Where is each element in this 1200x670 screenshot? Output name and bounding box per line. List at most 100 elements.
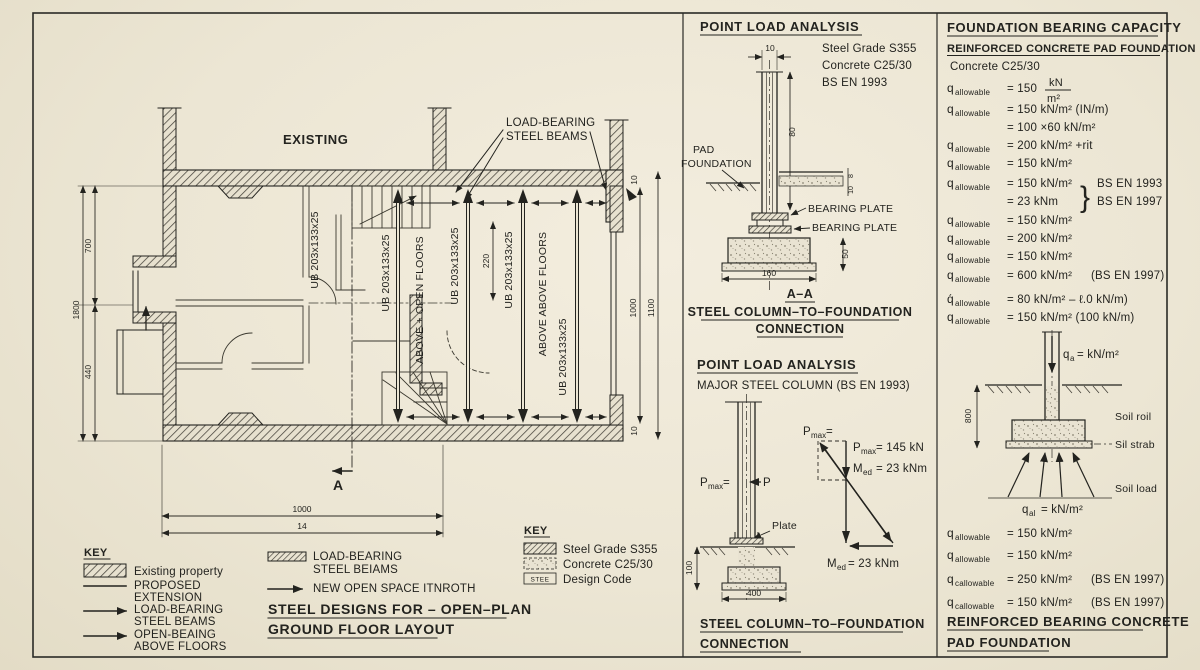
dim-440: 440	[83, 365, 93, 379]
equation-text: allowable	[955, 299, 991, 308]
dim-col-height: 80	[787, 127, 797, 137]
equation-text: = 150 kN/m² (100 kN/m)	[1007, 312, 1134, 324]
equation-text: allowable	[955, 533, 991, 542]
note-steel-grade: Steel Grade S355	[822, 43, 917, 55]
key-heading: KEY	[84, 547, 108, 559]
equation-text: q	[947, 526, 954, 540]
equation-text: = 150 kN/m²	[1007, 597, 1072, 609]
bearing-plate-upper	[751, 212, 789, 221]
dim-pad-depth: 50	[840, 249, 850, 259]
equation-text: allowable	[955, 145, 991, 154]
equation-text: allowable	[955, 163, 991, 172]
equation-text: = 23 kNm	[1007, 196, 1058, 208]
connection2-title-1: STEEL COLUMN–TO–FOUNDATION	[700, 617, 925, 631]
pad2-block	[727, 566, 781, 584]
connection-title-1: STEEL COLUMN–TO–FOUNDATION	[688, 305, 913, 319]
equation-text: q́	[947, 292, 954, 306]
note-concrete: Concrete C25/30	[822, 60, 912, 72]
qa-rhs: = kN/m²	[1077, 349, 1119, 361]
plan-title: STEEL DESIGNS FOR – OPEN–PLAN GROUND FLO…	[267, 601, 532, 639]
middle-key-heading: KEY	[524, 525, 548, 537]
sheet-frame	[32, 12, 1168, 658]
dim-slab-t2: 10	[848, 186, 855, 194]
bearing-plate-lower	[748, 225, 792, 234]
equation-text: q	[947, 176, 954, 190]
dim-1000-bottom: 1000	[293, 504, 312, 514]
bearing-plate-label-1: BEARING PLATE	[808, 203, 893, 215]
fd-pmax-value: = 145 kN	[876, 442, 924, 454]
fd-pmax-sub: max	[811, 431, 826, 440]
bearing-plate-label-2: BEARING PLATE	[812, 222, 897, 234]
dim-1000-right: 1000	[628, 298, 638, 317]
equation-text: = 150	[1007, 83, 1037, 95]
middle-key-swatch-concrete	[523, 557, 557, 570]
qal-rhs: = kN/m²	[1041, 504, 1083, 516]
equation-text: allowable	[955, 88, 991, 97]
callout-line2: STEEL BEAMS	[506, 131, 588, 143]
fd-med2-m: M	[827, 558, 837, 570]
equation-text: BS EN 1997	[1097, 196, 1162, 208]
equation-text: callowable	[955, 602, 995, 611]
equation-text: m²	[1047, 93, 1060, 105]
equation-text: (BS EN 1997)	[1091, 597, 1164, 609]
equation-text: q	[947, 138, 954, 152]
equation-text: allowable	[955, 275, 991, 284]
plate-label: Plate	[772, 520, 797, 532]
equation-text: = 150 kN/m²	[1007, 158, 1072, 170]
dim-embed-depth: 100	[684, 561, 694, 575]
fd-pmax-p: P	[803, 426, 811, 438]
staircase-top	[351, 185, 431, 229]
section-aa-label: A–A	[787, 287, 814, 301]
pmax-left-sub: max	[708, 482, 723, 491]
dim-10-bottom: 10	[629, 426, 639, 436]
footer-title-2: PAD FOUNDATION	[947, 635, 1071, 650]
equation-text: = 100 ×60 kN/m²	[1007, 122, 1096, 134]
footer-title-1: REINFORCED BEARING CONCRETE	[947, 614, 1189, 629]
dim-pad-width: 160	[762, 268, 776, 278]
beam-label: UB 203x133x25	[503, 231, 515, 308]
plan-title-1: STEEL DESIGNS FOR – OPEN–PLAN	[268, 601, 532, 617]
middle-key-design: Design Code	[563, 574, 632, 586]
middle-key: KEY Steel Grade S355 Concrete C25/30 STE…	[523, 525, 657, 586]
major-column-detail: POINT LOAD ANALYSIS MAJOR STEEL COLUMN (…	[684, 357, 925, 653]
equation-text: q	[947, 81, 954, 95]
beam-label: UB 203x133x25	[309, 211, 321, 288]
equation-text: allowable	[955, 183, 991, 192]
soil-bearing-diagram: q a = kN/m² 800 Soil roil Sil	[963, 330, 1157, 518]
fd-pmax-eq: =	[826, 426, 833, 438]
equation-text: = 150 kN/m²	[1007, 550, 1072, 562]
qa-sub: a	[1070, 354, 1075, 363]
equation-text: (BS EN 1997)	[1091, 270, 1164, 282]
fd-pmax2-sub: max	[861, 447, 876, 456]
beam-labels: UB 203x133x25 UB 203x133x25 UB 203x133x2…	[309, 211, 569, 395]
equation-brace: }	[1080, 181, 1090, 214]
equation-text: allowable	[955, 109, 991, 118]
note-bs-en: BS EN 1993	[822, 77, 887, 89]
key-loadbearing-1: LOAD-BEARING	[134, 604, 223, 616]
key-newspace: NEW OPEN SPACE ITNROTH	[313, 583, 476, 595]
point-load-title-2: POINT LOAD ANALYSIS	[697, 357, 856, 372]
right-panel: FOUNDATION BEARING CAPACITY REINFORCED C…	[947, 20, 1195, 652]
equation-text: = 150 kN/m²	[1007, 178, 1072, 190]
plan-dimensions	[77, 171, 661, 538]
connection-title-2: CONNECTION	[755, 322, 844, 336]
key-proposed-1: PROPOSED	[134, 580, 201, 592]
pad-block	[727, 237, 811, 264]
key-beams-1: LOAD-BEARING	[313, 551, 402, 563]
qal-sub: al	[1029, 509, 1035, 518]
key-loadbearing-2: STEEL BEAMS	[134, 616, 216, 628]
equation-text: kN	[1049, 77, 1063, 89]
pad2-base	[721, 582, 787, 591]
equation-text: = 600 kN/m²	[1007, 270, 1072, 282]
plan-partitions	[175, 185, 490, 374]
pad-foundation-label-2: FOUNDATION	[681, 158, 752, 170]
beam-spacing-arrows	[406, 200, 607, 420]
equation-text: q	[947, 268, 954, 282]
force-diagram: P max = P max = 145 kN M ed = 23 kNm M e…	[803, 426, 927, 572]
dim-1100-right: 1100	[646, 299, 656, 318]
fd-med2-value: = 23 kNm	[848, 558, 899, 570]
existing-label: EXISTING	[283, 132, 348, 147]
